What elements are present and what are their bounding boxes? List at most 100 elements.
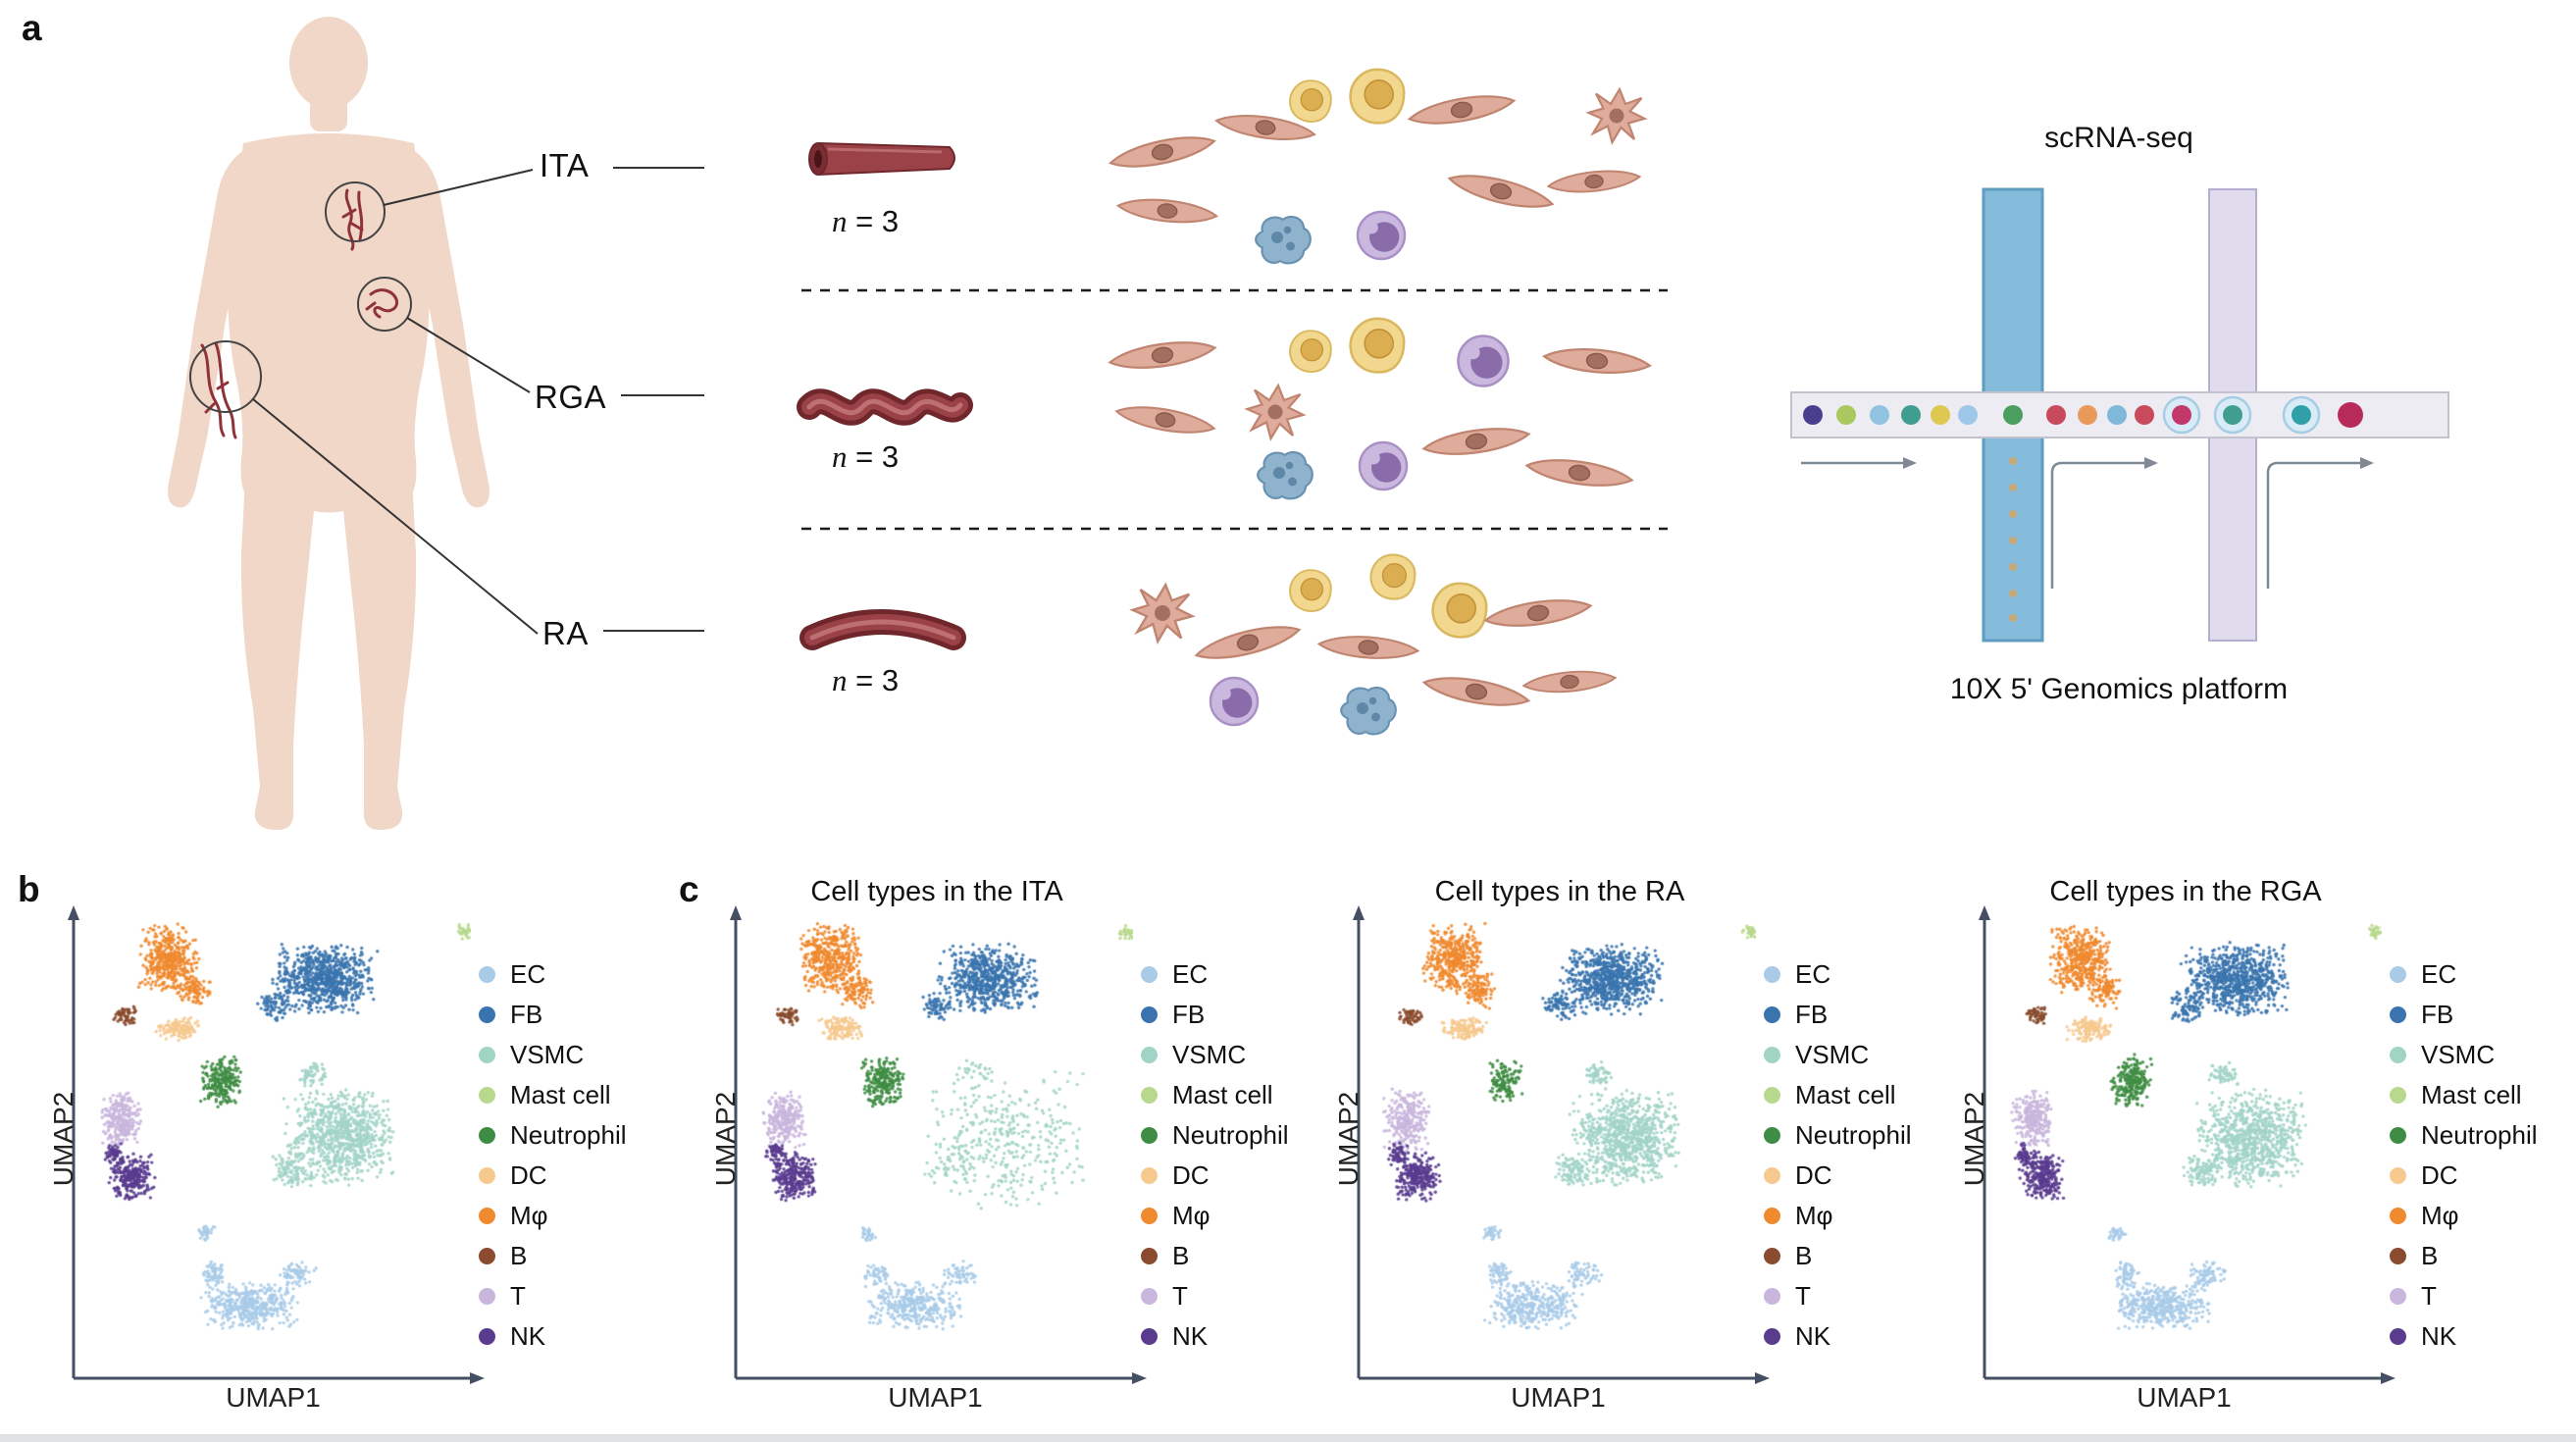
legend-label: Neutrophil [1172,1120,1289,1150]
legend-swatch-icon [2390,1047,2406,1063]
legend-swatch-icon [1764,1328,1780,1345]
legend-swatch-icon [2390,1087,2406,1104]
legend-swatch-icon [479,1087,495,1104]
umap-title: Cell types in the ITA [810,876,1063,907]
legend-item-Mφ: Mφ [2390,1196,2538,1236]
panel-c-label: c [679,869,699,909]
legend-swatch-icon [1141,966,1158,983]
legend-item-VSMC: VSMC [2390,1035,2538,1075]
legend-swatch-icon [2390,1167,2406,1184]
legend-label: Neutrophil [1795,1120,1912,1150]
legend-swatch-icon [2390,966,2406,983]
legend-swatch-icon [479,1006,495,1023]
legend-item-B: B [479,1236,627,1276]
legend-swatch-icon [1764,1248,1780,1264]
umap-scatter-canvas [1987,911,2382,1365]
legend-label: Mφ [2421,1201,2459,1230]
legend-swatch-icon [479,1167,495,1184]
legend-label: DC [510,1160,547,1190]
human-body-illustration [168,17,489,830]
umap1-axis-label: UMAP1 [226,1382,321,1413]
legend-swatch-icon [1141,1208,1158,1224]
legend-label: Mast cell [1172,1080,1273,1109]
legend-item-B: B [1764,1236,1912,1276]
rga-circle-marker [357,277,412,332]
legend-swatch-icon [1764,1208,1780,1224]
umap-scatter-canvas [77,911,471,1365]
legend-item-B: B [2390,1236,2538,1276]
legend-item-Mast cell: Mast cell [1141,1075,1289,1115]
ra-label: RA [542,615,589,651]
legend-swatch-icon [1141,1248,1158,1264]
legend-swatch-icon [1764,1167,1780,1184]
ra-artery-icon [799,609,966,650]
legend-item-T: T [1764,1276,1912,1316]
ra-sample-count: n = 3 [832,663,900,697]
umap2-axis-label: UMAP2 [48,1091,78,1187]
umap2-axis-label: UMAP2 [1959,1091,1989,1187]
legend-swatch-icon [1764,1288,1780,1305]
legend-swatch-icon [479,1127,495,1144]
legend-swatch-icon [2390,1006,2406,1023]
n-variable: n [832,204,848,238]
page-bottom-strip [0,1434,2576,1442]
umap-axes [68,905,485,1384]
legend-swatch-icon [479,1328,495,1345]
umap-scatter-canvas [739,911,1133,1365]
legend-label: EC [2421,959,2457,989]
legend-item-VSMC: VSMC [1141,1035,1289,1075]
legend-label: EC [1172,959,1209,989]
n-variable: n [832,663,848,697]
legend-label: B [1172,1241,1190,1270]
umap2-axis-label: UMAP2 [1333,1091,1364,1187]
legend-label: NK [1795,1321,1831,1351]
legend-swatch-icon [1141,1087,1158,1104]
legend-label: T [1795,1281,1811,1311]
legend-item-FB: FB [2390,995,2538,1035]
legend-item-NK: NK [2390,1316,2538,1357]
legend-swatch-icon [1764,1006,1780,1023]
umap1-axis-label: UMAP1 [2137,1382,2232,1413]
legend-label: DC [1172,1160,1210,1190]
legend-swatch-icon [1764,1087,1780,1104]
legend-swatch-icon [2390,1208,2406,1224]
legend-swatch-icon [2390,1288,2406,1305]
legend-item-DC: DC [2390,1156,2538,1196]
legend-label: B [1795,1241,1813,1270]
panel-a-label: a [22,8,42,48]
legend-swatch-icon [1141,1288,1158,1305]
microfluidic-chip-icon [1790,187,2449,643]
legend-label: NK [510,1321,546,1351]
cell-suspension-row-3 [1131,553,1618,736]
legend-swatch-icon [1764,1127,1780,1144]
legend-label: T [2421,1281,2437,1311]
legend-label: DC [1795,1160,1832,1190]
legend-label: FB [2421,1000,2454,1029]
legend-swatch-icon [1141,1006,1158,1023]
flow-arrow-icon [1801,461,2360,589]
legend-swatch-icon [1764,1047,1780,1063]
legend-item-Mφ: Mφ [1141,1196,1289,1236]
umap-axes [1979,905,2396,1384]
legend-label: FB [1172,1000,1206,1029]
legend-swatch-icon [479,1208,495,1224]
legend-label: Mast cell [1795,1080,1896,1109]
legend-item-EC: EC [2390,954,2538,995]
legend-label: FB [1795,1000,1829,1029]
legend-label: NK [2421,1321,2457,1351]
legend-item-Neutrophil: Neutrophil [1764,1115,1912,1156]
legend-label: T [510,1281,526,1311]
legend-swatch-icon [1141,1167,1158,1184]
legend-item-EC: EC [479,954,627,995]
legend-label: NK [1172,1321,1209,1351]
ita-circle-marker [325,181,386,242]
legend-label: Mφ [1172,1201,1211,1230]
legend-label: EC [510,959,546,989]
umap1-axis-label: UMAP1 [888,1382,983,1413]
legend-label: VSMC [1172,1040,1247,1069]
legend-swatch-icon [1764,966,1780,983]
legend-label: Mast cell [2421,1080,2522,1109]
